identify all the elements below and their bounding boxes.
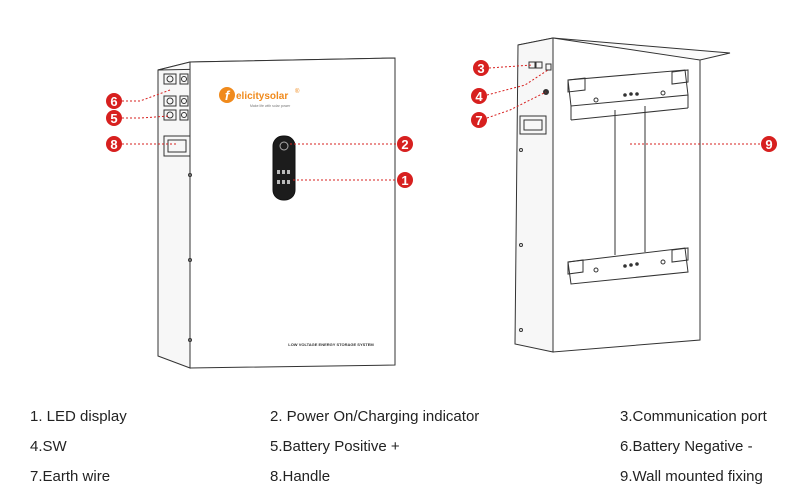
callout-3-number: 3 — [477, 61, 484, 76]
callout-5-number: 5 — [110, 111, 117, 126]
legend-item-6: 6.Battery Negative - — [620, 438, 753, 455]
brand-name: elicitysolar — [236, 91, 288, 102]
front-view — [157, 57, 396, 369]
legend-item-5: 5.Battery Positive + — [270, 438, 400, 455]
front-face — [189, 57, 396, 369]
callout-1-number: 1 — [401, 173, 408, 188]
callout-9-number: 9 — [765, 137, 772, 152]
callout-1: 1 — [397, 172, 413, 188]
front-side-panel — [157, 61, 191, 369]
panel-caption: LOW VOLTAGE ENERGY STORAGE SYSTEM — [288, 342, 374, 347]
leader-7 — [486, 91, 547, 119]
legend-item-7: 7.Earth wire — [30, 468, 111, 485]
legend-item-8: 8.Handle — [270, 468, 331, 485]
sw-switch — [545, 63, 552, 71]
leader-4 — [486, 69, 549, 96]
back-handle — [519, 115, 547, 135]
brand-initial: f — [225, 88, 231, 103]
leader-lines — [122, 64, 760, 181]
callout-7-number: 7 — [475, 113, 482, 128]
callout-4-number: 4 — [475, 89, 483, 104]
front-handle — [163, 135, 191, 157]
back-side-panel — [514, 37, 554, 353]
bracket-bottom — [567, 247, 689, 285]
brand-logo — [219, 87, 235, 103]
callout-2-number: 2 — [401, 137, 408, 152]
legend-item-1: 1. LED display — [30, 408, 127, 425]
legend-item-4: 4.SW — [30, 438, 67, 455]
callout-8-number: 8 — [110, 137, 117, 152]
negative-terminal — [163, 73, 189, 107]
callout-8: 8 — [106, 136, 122, 152]
callout-3: 3 — [473, 60, 489, 76]
leader-5 — [122, 115, 171, 119]
callout-5: 5 — [106, 110, 122, 126]
positive-terminal — [163, 109, 189, 121]
brand-tagline: Make life with solar power — [250, 104, 291, 108]
leader-6 — [122, 89, 171, 102]
callout-9: 9 — [761, 136, 777, 152]
power-indicator-icon — [279, 141, 289, 151]
back-view — [514, 37, 731, 353]
callout-2: 2 — [397, 136, 413, 152]
callout-6-number: 6 — [110, 94, 117, 109]
legend-item-2: 2. Power On/Charging indicator — [270, 408, 480, 425]
back-face — [552, 37, 701, 353]
legend-item-3: 3.Communication port — [620, 408, 767, 425]
legend-item-9: 9.Wall mounted fixing — [620, 468, 763, 485]
bracket-top — [567, 69, 689, 121]
brand-mark: ® — [295, 88, 300, 95]
led-display — [277, 170, 290, 184]
leader-3 — [488, 64, 533, 69]
callout-7: 7 — [471, 112, 487, 128]
callout-4: 4 — [471, 88, 487, 104]
callout-6: 6 — [106, 93, 122, 109]
